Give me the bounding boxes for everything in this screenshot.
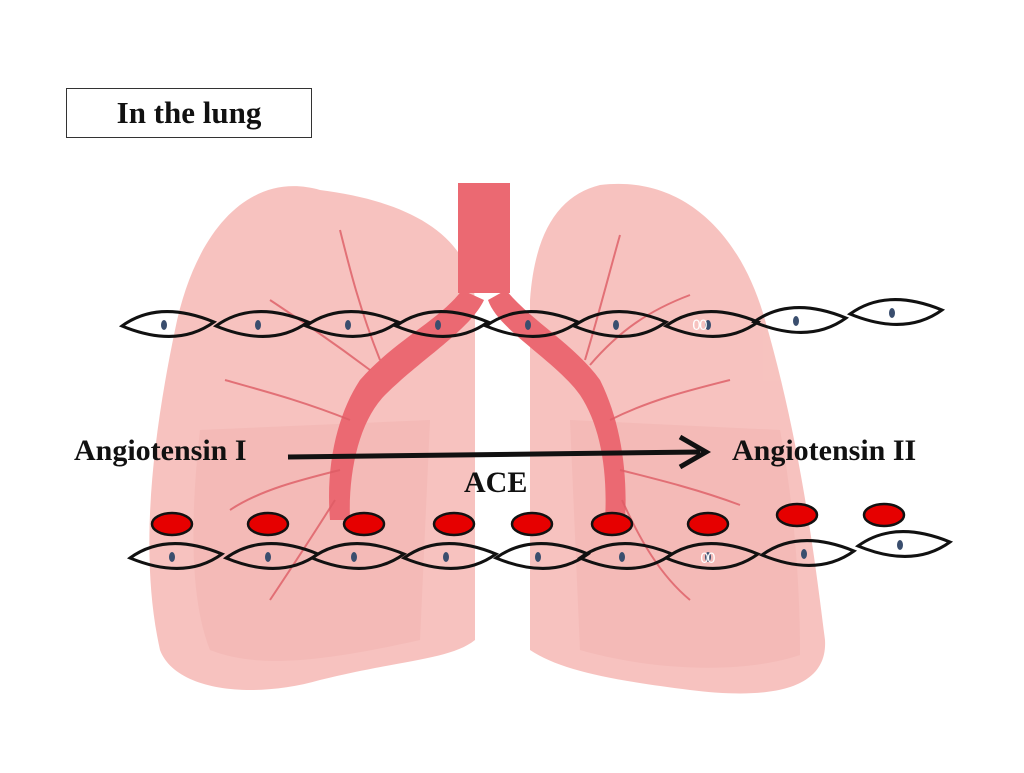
- top-cell: [118, 310, 218, 338]
- bronchial-branches: [224, 229, 741, 601]
- angiotensin-i-label: Angiotensin I: [74, 434, 247, 467]
- top-cell: [212, 310, 312, 338]
- title-box: In the lung: [66, 88, 312, 138]
- lung-illustration: [149, 183, 826, 694]
- left-lung: [149, 186, 476, 690]
- top-nucleus: [613, 320, 619, 330]
- bottom-nucleus: [443, 552, 449, 562]
- bottom-cell: [126, 542, 226, 570]
- ace-label: ACE: [464, 466, 528, 499]
- bottom-nucleus: [535, 552, 541, 562]
- right-bronchus: [488, 290, 626, 520]
- trachea: [458, 183, 510, 293]
- ace-enzyme: [342, 511, 386, 537]
- bottom-nucleus: [897, 540, 903, 550]
- bottom-nucleus: [169, 552, 175, 562]
- top-nucleus: [793, 316, 799, 326]
- ace-enzyme: [246, 511, 290, 537]
- top-cell: [392, 310, 492, 338]
- top-nucleus: [345, 320, 351, 330]
- ace-enzyme: [686, 511, 730, 537]
- top-cell: [570, 310, 670, 338]
- ace-enzyme-row: [150, 502, 906, 537]
- left-lung-shade: [193, 420, 430, 661]
- top-endothelial-row: [118, 298, 946, 338]
- arrow-head: [678, 434, 712, 470]
- ace-enzyme: [432, 511, 476, 537]
- top-cell: [750, 306, 850, 334]
- title-text: In the lung: [116, 95, 262, 130]
- bottom-nucleus: [705, 552, 711, 562]
- top-nucleus: [889, 308, 895, 318]
- bottom-endothelial-row: [126, 530, 954, 570]
- top-nucleus: [705, 320, 711, 330]
- bottom-cell: [308, 542, 408, 570]
- ace-enzyme: [862, 502, 906, 528]
- top-nucleus: [255, 320, 261, 330]
- top-cell: [302, 310, 402, 338]
- bottom-nucleus: [351, 552, 357, 562]
- bottom-cell: [854, 530, 954, 558]
- ace-enzyme: [150, 511, 194, 537]
- arrow-shaft: [287, 449, 701, 460]
- ace-enzyme: [510, 511, 554, 537]
- top-cell-mark: 00: [692, 318, 708, 334]
- bottom-cell: [662, 542, 762, 570]
- bottom-cell: [400, 542, 500, 570]
- angiotensin-ii-label: Angiotensin II: [732, 434, 917, 467]
- bottom-nucleus: [619, 552, 625, 562]
- top-nucleus: [161, 320, 167, 330]
- conversion-arrow: [287, 434, 712, 470]
- left-bronchus: [329, 290, 484, 520]
- ace-enzyme: [775, 502, 819, 528]
- bottom-cell-mark: 00: [700, 551, 716, 567]
- right-lung-shade: [570, 420, 800, 668]
- top-nucleus: [525, 320, 531, 330]
- ace-enzyme: [590, 511, 634, 537]
- bottom-nucleus: [265, 552, 271, 562]
- top-nucleus: [435, 320, 441, 330]
- top-cell: [846, 298, 946, 326]
- bottom-cell: [758, 539, 858, 567]
- bottom-nucleus: [801, 549, 807, 559]
